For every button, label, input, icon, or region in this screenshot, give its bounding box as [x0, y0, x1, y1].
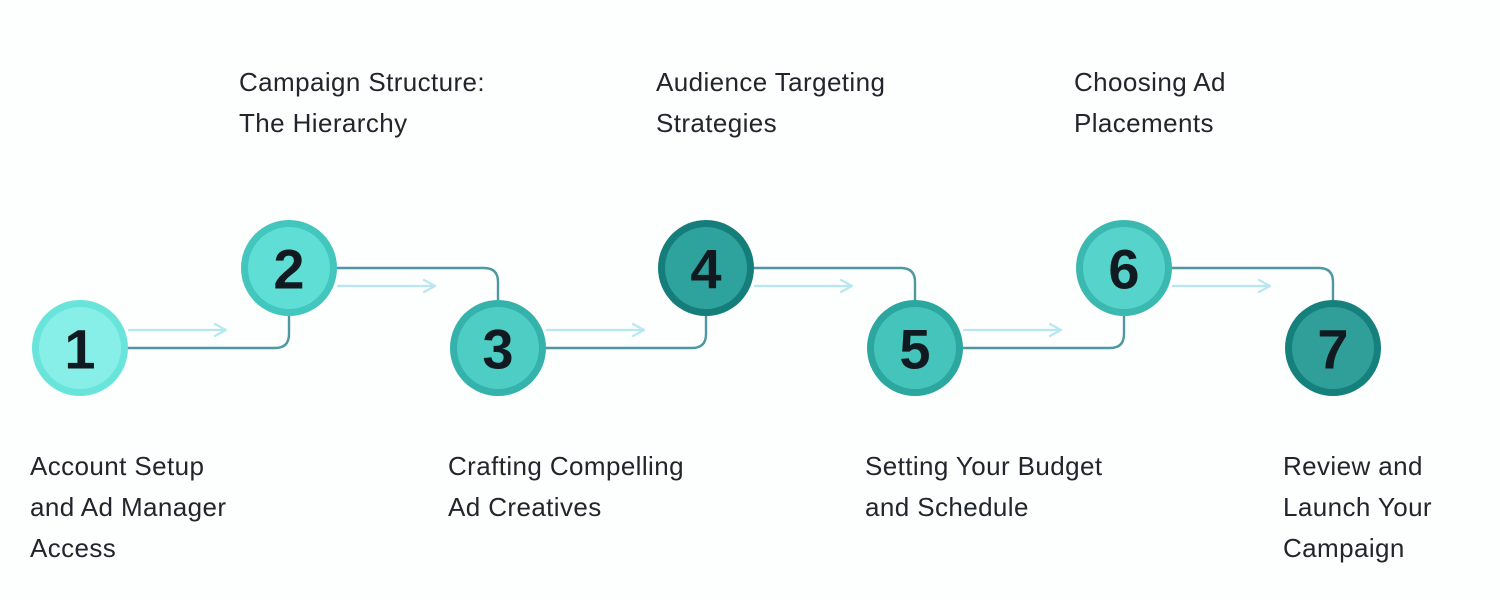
connector-line-6-to-7: [1168, 266, 1335, 304]
step-4-circle: [665, 227, 747, 309]
connector-line-1-to-2: [124, 312, 291, 350]
step-6-circle: [1083, 227, 1165, 309]
connector-line-4-to-5: [750, 266, 917, 304]
step-1-circle: [39, 307, 121, 389]
step-1-number: 1: [64, 318, 95, 381]
flow-arrow-3: [545, 322, 646, 338]
flow-arrow-1: [127, 322, 228, 338]
connector-line-5-to-6: [959, 312, 1126, 350]
flow-arrow-5: [962, 322, 1063, 338]
connector-line-3-to-4: [542, 312, 708, 350]
step-2-number: 2: [273, 238, 304, 301]
step-7-number: 7: [1317, 318, 1348, 381]
step-3-number: 3: [482, 318, 513, 381]
step-6-number: 6: [1108, 238, 1139, 301]
step-5-number: 5: [899, 318, 930, 381]
step-2-circle: [248, 227, 330, 309]
step-5-circle: [874, 307, 956, 389]
connector-line-2-to-3: [333, 266, 500, 304]
flow-arrow-4: [753, 278, 854, 294]
step-7-circle: [1292, 307, 1374, 389]
flow-arrow-2: [336, 278, 437, 294]
flow-arrow-6: [1171, 278, 1272, 294]
step-3-circle: [457, 307, 539, 389]
step-4-number: 4: [690, 238, 721, 301]
